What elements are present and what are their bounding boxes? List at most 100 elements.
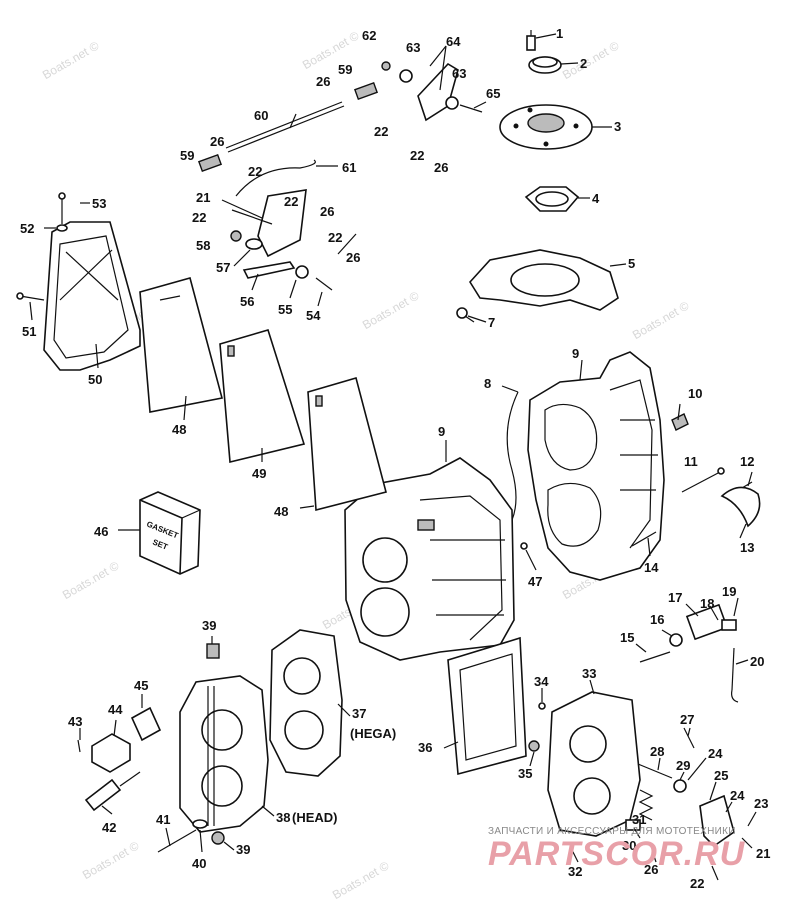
callout-30: 30	[622, 838, 636, 853]
footer-caption: ЗАПЧАСТИ И АКСЕССУАРЫ ДЛЯ МОТОТЕХНИКИ	[488, 826, 736, 837]
link-rod-part-60	[225, 101, 345, 153]
callout-1: 1	[556, 26, 563, 41]
washer-part-57	[245, 238, 263, 250]
callout-33: 33	[582, 666, 596, 681]
bolt-part-1	[526, 30, 536, 51]
bolt-part-11	[681, 467, 725, 493]
screw-part-7	[456, 307, 475, 323]
callout-9-right: 9	[572, 346, 579, 361]
callout-24-a: 24	[708, 746, 723, 761]
part-drawings	[16, 30, 761, 853]
gasket-part-45	[130, 706, 162, 742]
callout-5: 5	[628, 256, 635, 271]
cover-plate-part-36	[447, 636, 527, 776]
plate-part-48-left	[139, 277, 223, 413]
lever-arm-assembly	[221, 189, 307, 258]
callout-63-right: 63	[452, 66, 466, 81]
callout-38: 38	[276, 810, 290, 825]
crankcase-half-right-part-9	[527, 351, 665, 581]
housing-part-33	[547, 691, 641, 837]
callout-31: 31	[632, 812, 646, 827]
link-part-56	[242, 261, 296, 279]
link-part-59-top	[353, 81, 379, 101]
callout-9-left: 9	[438, 424, 445, 439]
callout-61: 61	[342, 160, 356, 175]
solenoid-part-17	[685, 603, 729, 641]
screw-part-27	[683, 727, 695, 749]
washer-part-63-a	[399, 69, 413, 83]
washer-part-63-b	[445, 96, 459, 110]
callout-7: 7	[488, 315, 495, 330]
callout-59-top: 59	[338, 62, 352, 77]
callout-26-e: 26	[434, 160, 448, 175]
callout-39-bottom: 39	[236, 842, 250, 857]
callout-56: 56	[240, 294, 254, 309]
callout-26-c: 26	[320, 204, 334, 219]
callout-32: 32	[568, 864, 582, 879]
cover-part-44	[91, 733, 131, 773]
plug-part-35	[528, 740, 540, 752]
callout-60: 60	[254, 108, 268, 123]
plate-part-48-right	[307, 377, 387, 512]
callout-22-b: 22	[192, 210, 206, 225]
callout-12: 12	[740, 454, 754, 469]
leader-lines	[29, 33, 757, 881]
callout-22-f: 22	[410, 148, 424, 163]
callout-14: 14	[644, 560, 659, 575]
site-footer-branding: ЗАПЧАСТИ И АКСЕССУАРЫ ДЛЯ МОТОТЕХНИКИ PA…	[488, 826, 800, 874]
callout-23: 23	[754, 796, 768, 811]
gasket-set-box-part-46	[139, 491, 201, 575]
callout-29: 29	[676, 758, 690, 773]
callout-62: 62	[362, 28, 376, 43]
callout-2: 2	[580, 56, 587, 71]
callout-47: 47	[528, 574, 542, 589]
callout-43: 43	[68, 714, 82, 729]
link-part-59-bottom	[197, 153, 223, 173]
cable-part-61	[235, 159, 316, 197]
callout-18: 18	[700, 596, 714, 611]
callout-19: 19	[722, 584, 736, 599]
plate-part-49	[219, 329, 306, 463]
callout-26-d: 26	[346, 250, 360, 265]
callout-36: 36	[418, 740, 432, 755]
callout-64: 64	[446, 34, 461, 49]
cylinder-head-part-38	[179, 675, 269, 833]
callout-55: 55	[278, 302, 292, 317]
retainer-plate-part-3	[499, 104, 593, 150]
callout-46: 46	[94, 524, 108, 539]
callout-24-b: 24	[730, 788, 745, 803]
nut-part-62	[381, 61, 391, 71]
callout-39-top: 39	[202, 618, 216, 633]
washer-part-55	[295, 265, 309, 279]
valve-part-30	[625, 819, 641, 831]
callout-22-c: 22	[284, 194, 298, 209]
callout-53: 53	[92, 196, 106, 211]
callout-4: 4	[592, 191, 600, 206]
callout-35: 35	[518, 766, 532, 781]
callout-50: 50	[88, 372, 102, 387]
callout-41: 41	[156, 812, 170, 827]
callout-26-a: 26	[316, 74, 330, 89]
callout-20: 20	[750, 654, 764, 669]
bracket-part-18	[721, 619, 737, 631]
callout-10: 10	[688, 386, 702, 401]
callout-65: 65	[486, 86, 500, 101]
callout-42: 42	[102, 820, 116, 835]
washer-part-52	[56, 224, 68, 232]
callout-49: 49	[252, 466, 266, 481]
callout-15: 15	[620, 630, 634, 645]
gasket-part-4	[524, 186, 580, 212]
callout-37: 37	[352, 706, 366, 721]
callout-48-left: 48	[172, 422, 186, 437]
plate-part-25	[699, 794, 735, 848]
bolt-part-51	[16, 292, 45, 301]
washer-part-29	[673, 779, 687, 793]
callout-58: 58	[196, 238, 210, 253]
nut-part-16	[669, 633, 683, 647]
seal-part-2	[528, 56, 562, 74]
crankcase-half-left-part-9	[344, 457, 515, 661]
callout-40: 40	[192, 856, 206, 871]
pin-part-34	[538, 702, 546, 710]
spring-part-31	[638, 789, 654, 821]
